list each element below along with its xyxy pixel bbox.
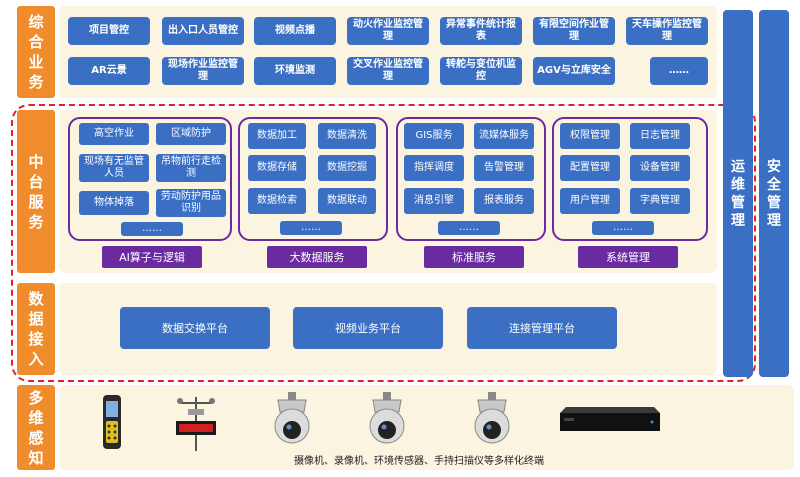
devices-caption: 摄像机、录像机、环境传感器、手持扫描仪等多样化终端 [294,456,544,467]
ai-item[interactable]: 物体掉落 [79,191,149,215]
system-item[interactable]: 设备管理 [630,155,690,181]
layer-label-perception: 多维感知 [17,385,55,470]
ops-management-label: 运维管理 [731,158,745,229]
access-platform-button[interactable]: 连接管理平台 [467,307,617,349]
ai-more-button[interactable]: …… [121,222,183,236]
standard-item[interactable]: GIS服务 [404,123,464,149]
business-item[interactable]: 动火作业监控管理 [347,17,429,45]
platform-boundary [11,104,756,382]
security-management-bar[interactable]: 安全管理 [759,10,789,377]
business-item[interactable]: 有限空间作业管理 [533,17,615,45]
bigdata-item[interactable]: 数据存储 [248,155,306,181]
system-item[interactable]: 配置管理 [560,155,620,181]
access-platform-button[interactable]: 视频业务平台 [293,307,443,349]
ai-item[interactable]: 区域防护 [156,123,226,145]
ai-item[interactable]: 现场有无监管人员 [79,154,149,182]
business-item[interactable]: 出入口人员管控 [162,17,244,45]
business-item[interactable]: 环境监测 [254,57,336,85]
standard-item[interactable]: 消息引擎 [404,188,464,214]
group-caption-ai: AI算子与逻辑 [102,246,202,268]
standard-item[interactable]: 指挥调度 [404,155,464,181]
business-item[interactable]: AR云景 [68,57,150,85]
bigdata-item[interactable]: 数据检索 [248,188,306,214]
group-system [552,117,708,241]
video-recorder-icon [560,407,660,431]
business-item[interactable]: AGV与立库安全 [533,57,615,85]
ai-item[interactable]: 高空作业 [79,123,149,145]
group-ai [68,117,232,241]
group-caption-bigdata: 大数据服务 [267,246,367,268]
standard-item[interactable]: 流媒体服务 [474,123,534,149]
layer-label-middle: 中台服务 [17,110,55,273]
business-item[interactable]: 项目管控 [68,17,150,45]
standard-item[interactable]: 报表服务 [474,188,534,214]
access-platform-button[interactable]: 数据交换平台 [120,307,270,349]
layer-label-business: 综合业务 [17,6,55,98]
bigdata-more-button[interactable]: …… [280,221,342,235]
system-item[interactable]: 日志管理 [630,123,690,149]
ptz-camera-icon [369,392,405,444]
business-item[interactable]: 异常事件统计报表 [440,17,522,45]
system-item[interactable]: 权限管理 [560,123,620,149]
business-item[interactable]: 天车操作监控管理 [626,17,708,45]
bigdata-item[interactable]: 数据清洗 [318,123,376,149]
system-item[interactable]: 字典管理 [630,188,690,214]
ops-management-bar[interactable]: 运维管理 [723,10,753,377]
weather-station-icon [176,397,216,451]
layer-label-access: 数据接入 [17,283,55,375]
bigdata-item[interactable]: 数据联动 [318,188,376,214]
bigdata-item[interactable]: 数据挖掘 [318,155,376,181]
group-standard [396,117,546,241]
business-item[interactable]: 转舵与变位机监控 [440,57,522,85]
system-more-button[interactable]: …… [592,221,654,235]
bigdata-item[interactable]: 数据加工 [248,123,306,149]
system-item[interactable]: 用户管理 [560,188,620,214]
standard-item[interactable]: 告警管理 [474,155,534,181]
handheld-scanner-icon [103,395,121,449]
business-item[interactable]: 交叉作业监控管理 [347,57,429,85]
standard-more-button[interactable]: …… [438,221,500,235]
group-caption-system: 系统管理 [578,246,678,268]
business-item[interactable]: 视频点播 [254,17,336,45]
ptz-camera-icon [274,392,310,444]
ptz-camera-icon [474,392,510,444]
group-bigdata [238,117,388,241]
group-caption-standard: 标准服务 [424,246,524,268]
ai-item[interactable]: 吊物前行走检测 [156,154,226,182]
business-item[interactable]: 现场作业监控管理 [162,57,244,85]
security-management-label: 安全管理 [767,158,781,229]
ai-item[interactable]: 劳动防护用品识别 [156,189,226,217]
business-more-button[interactable]: …… [650,57,708,85]
